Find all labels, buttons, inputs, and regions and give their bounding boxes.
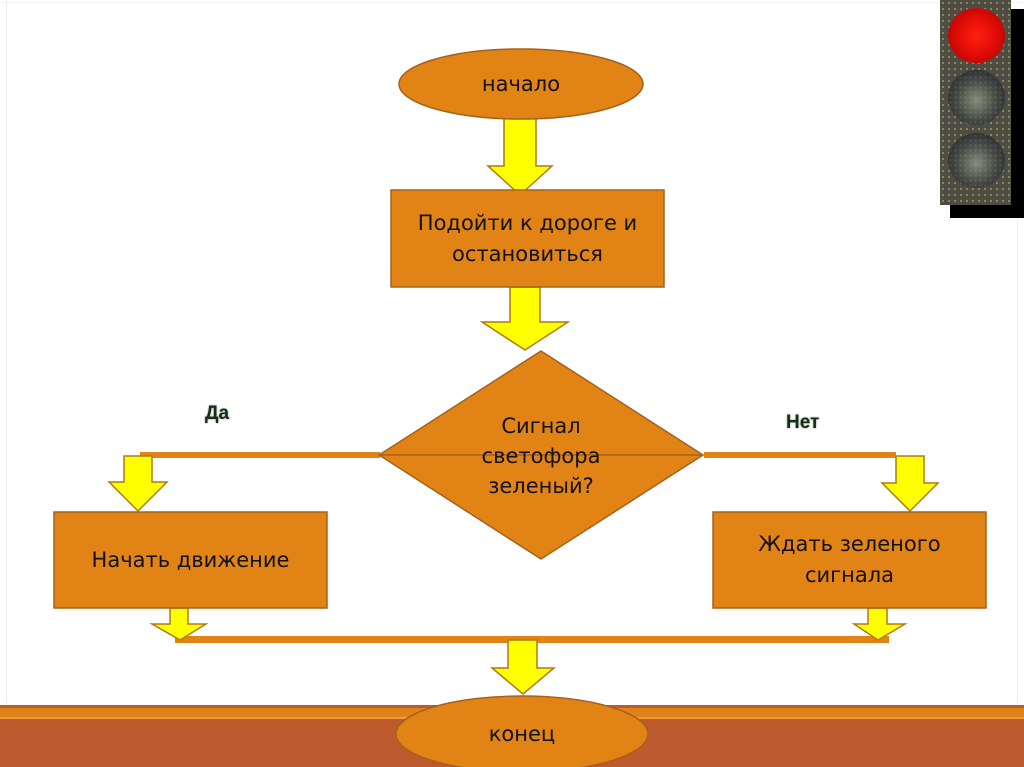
- no-action-node-shape: [712, 511, 987, 609]
- slide-frame-left: [6, 0, 7, 705]
- start-node-shape: [398, 48, 644, 120]
- red-lamp-icon: [948, 8, 1005, 63]
- arrow-step1-to-decision: [479, 286, 571, 351]
- connector-yes-horizontal: [140, 452, 380, 458]
- yes-branch-label: Да: [205, 403, 230, 424]
- slide-frame-top: [0, 2, 1024, 3]
- arrow-yes-action-to-merge: [149, 607, 209, 641]
- no-branch-label: Нет: [786, 412, 820, 433]
- connector-no-horizontal: [704, 452, 896, 458]
- end-node-shape: [395, 695, 649, 767]
- arrow-no-action-to-merge: [851, 607, 908, 641]
- arrow-merge-to-end: [489, 639, 557, 695]
- arrow-no-to-action: [880, 455, 940, 513]
- arrow-yes-to-action: [107, 455, 169, 513]
- traffic-light-image: [940, 0, 1024, 218]
- green-lamp-off-icon: [948, 133, 1005, 188]
- arrow-start-to-step1: [486, 116, 554, 197]
- traffic-light-housing: [940, 0, 1011, 205]
- step1-node-shape: [390, 189, 665, 288]
- slide-frame-right: [1017, 215, 1018, 705]
- yes-action-node-shape: [53, 511, 328, 609]
- yellow-lamp-off-icon: [948, 70, 1005, 125]
